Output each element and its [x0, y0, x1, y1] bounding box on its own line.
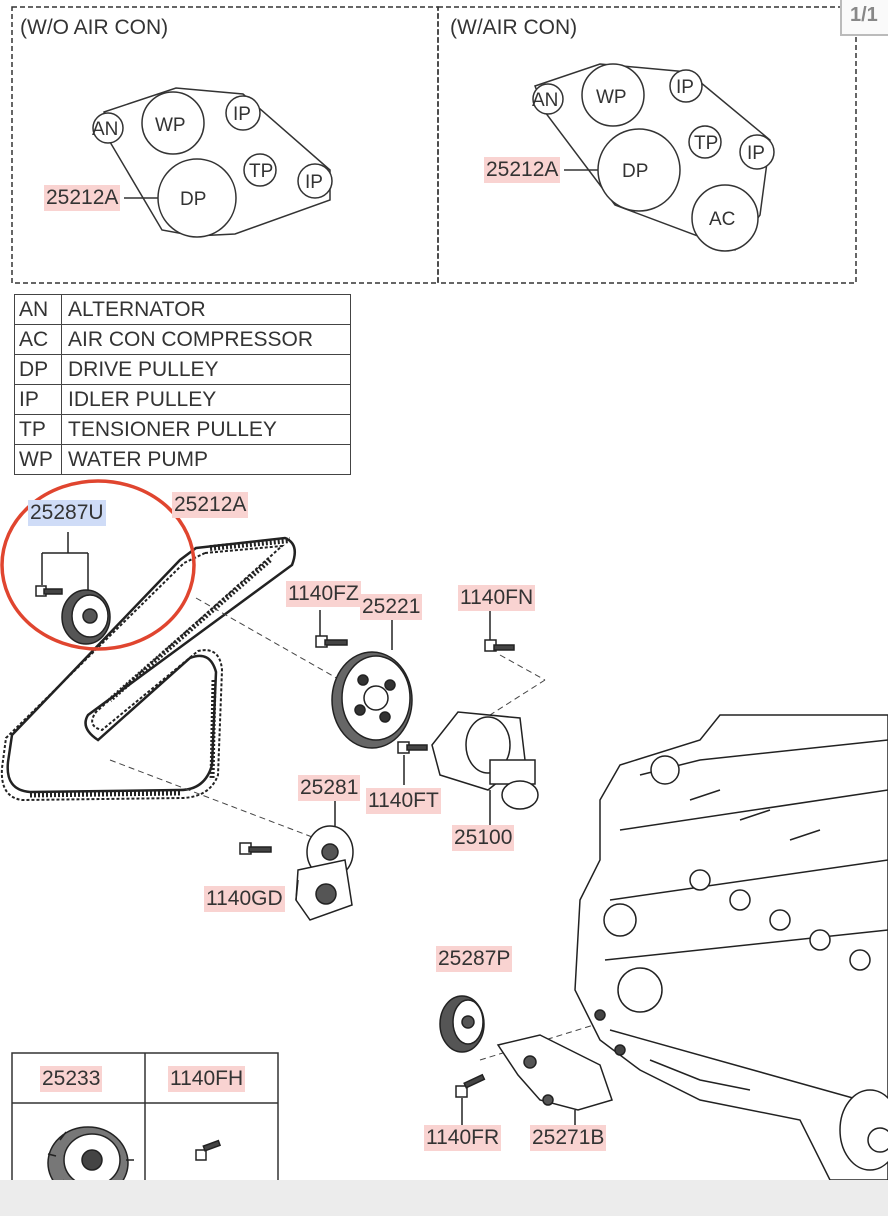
- part-label-1140fz[interactable]: 1140FZ: [286, 581, 361, 607]
- idler-pulley-25287u: [35, 532, 111, 645]
- section-title-with-ac: (W/AIR CON): [450, 16, 578, 39]
- legend-desc: TENSIONER PULLEY: [61, 414, 351, 445]
- bolt-icon: [35, 585, 63, 597]
- pulley-label-ip: IP: [747, 143, 765, 164]
- bolt-1140ft: [397, 741, 428, 785]
- part-label-25100[interactable]: 25100: [452, 825, 515, 851]
- legend-row: AN ALTERNATOR: [14, 294, 351, 325]
- box-with-ac: [437, 6, 857, 284]
- pulley-label-dp: DP: [622, 161, 648, 182]
- box-without-ac: [11, 6, 439, 284]
- legend-abbr: DP: [14, 354, 62, 385]
- part-label-1140fh[interactable]: 1140FH: [168, 1066, 246, 1092]
- pulley-wp-with-ac: [581, 63, 645, 127]
- alignment-lines: [109, 597, 611, 1061]
- belt-illustration: [0, 536, 297, 802]
- pulley-ip1-without-ac: [225, 95, 261, 131]
- bolt-1140gd: [239, 842, 299, 901]
- legend-row: IP IDLER PULLEY: [14, 384, 351, 415]
- legend-abbr: TP: [14, 414, 62, 445]
- pulley-label-ip: IP: [676, 77, 694, 98]
- legend-abbr: AC: [14, 324, 62, 355]
- pulley-tp-without-ac: [243, 153, 277, 187]
- part-label-25212a[interactable]: 25212A: [44, 185, 121, 211]
- part-label-25212a[interactable]: 25212A: [172, 492, 249, 518]
- belt-path-with-ac: [534, 63, 771, 251]
- pulley-an-without-ac: [92, 112, 124, 144]
- pulley-ac-with-ac: [691, 184, 759, 252]
- page-indicator: 1/1: [840, 0, 888, 36]
- pulley-ip2-with-ac: [739, 134, 775, 170]
- part-label-1140fn[interactable]: 1140FN: [458, 585, 536, 611]
- legend-desc: WATER PUMP: [61, 444, 351, 475]
- viewer-bottom-bar: [0, 1180, 888, 1216]
- routing-with-ac: [532, 63, 775, 252]
- pulley-wp-without-ac: [141, 91, 205, 155]
- pulley-label-an: AN: [92, 119, 118, 140]
- pulley-label-dp: DP: [180, 189, 206, 210]
- tensioner-25281: [295, 800, 354, 921]
- bolt-1140fz: [315, 610, 348, 648]
- part-label-25233[interactable]: 25233: [40, 1066, 103, 1092]
- pulley-ip2-without-ac: [297, 163, 333, 199]
- legend-desc: DRIVE PULLEY: [61, 354, 351, 385]
- pulley-label-ip: IP: [305, 172, 323, 193]
- routing-without-ac: [92, 87, 333, 238]
- part-label-25212a[interactable]: 25212A: [484, 157, 561, 183]
- bolt-1140fr: [455, 1073, 486, 1126]
- legend-abbr: IP: [14, 384, 62, 415]
- annotation-circle: [0, 479, 196, 651]
- pulley-ip1-with-ac: [669, 69, 703, 103]
- part-label-25281[interactable]: 25281: [298, 775, 361, 801]
- legend-abbr: WP: [14, 444, 62, 475]
- part-label-25271b[interactable]: 25271B: [530, 1125, 607, 1151]
- bracket-25271b: [496, 1034, 613, 1128]
- pulley-an-with-ac: [532, 83, 564, 115]
- pulley-label-ip: IP: [233, 104, 251, 125]
- section-title-without-ac: (W/O AIR CON): [20, 16, 169, 39]
- pulley-tp-with-ac: [688, 125, 722, 159]
- legend-row: TP TENSIONER PULLEY: [14, 414, 351, 445]
- bolt-1140fh: [195, 1139, 222, 1161]
- part-label-25287u[interactable]: 25287U: [28, 500, 106, 526]
- pulley-label-wp: WP: [596, 87, 627, 108]
- water-pump-25100: [431, 711, 539, 825]
- legend-row: DP DRIVE PULLEY: [14, 354, 351, 385]
- legend-desc: IDLER PULLEY: [61, 384, 351, 415]
- pulley-label-ac: AC: [709, 209, 735, 230]
- pulley-25221: [331, 615, 413, 749]
- legend-desc: ALTERNATOR: [61, 294, 351, 325]
- pulley-label-wp: WP: [155, 115, 186, 136]
- part-label-1140fr[interactable]: 1140FR: [424, 1125, 502, 1151]
- pulley-label-tp: TP: [694, 133, 718, 154]
- part-label-25221[interactable]: 25221: [360, 594, 423, 620]
- legend-abbr: AN: [14, 294, 62, 325]
- part-label-25287p[interactable]: 25287P: [436, 946, 513, 972]
- engine-block: [574, 714, 888, 1181]
- belt-path-without-ac: [103, 87, 331, 237]
- part-label-1140ft[interactable]: 1140FT: [366, 788, 441, 814]
- pulley-label-an: AN: [532, 90, 558, 111]
- legend-row: AC AIR CON COMPRESSOR: [14, 324, 351, 355]
- legend-table: AN ALTERNATOR AC AIR CON COMPRESSOR DP D…: [14, 294, 351, 475]
- legend-desc: AIR CON COMPRESSOR: [61, 324, 351, 355]
- idler-pulley-25287p: [439, 995, 485, 1053]
- pulley-label-tp: TP: [249, 161, 273, 182]
- part-label-1140gd[interactable]: 1140GD: [204, 886, 285, 912]
- bolt-1140fn: [484, 608, 515, 652]
- legend-row: WP WATER PUMP: [14, 444, 351, 475]
